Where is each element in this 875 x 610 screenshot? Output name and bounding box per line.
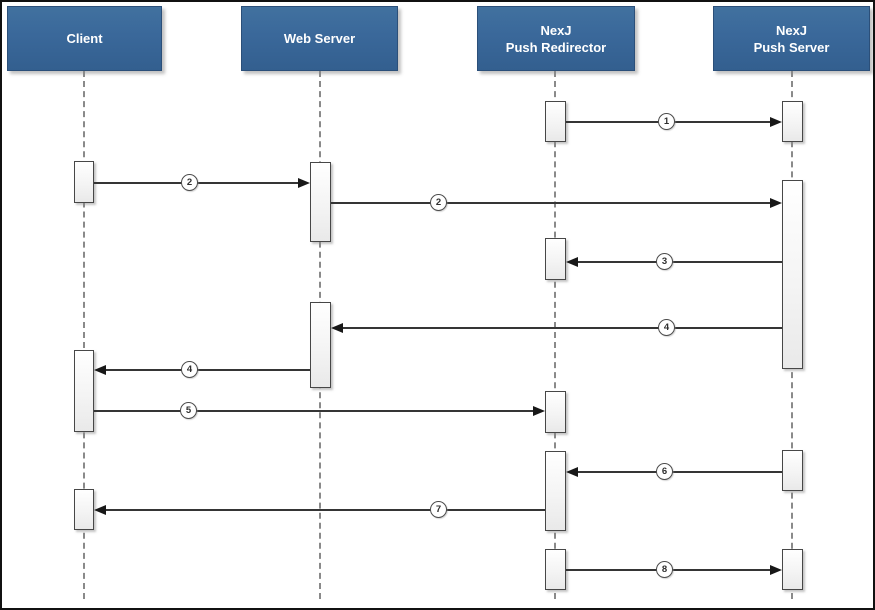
lifeline-push-redirector — [554, 71, 556, 599]
message-number-badge: 4 — [658, 319, 675, 336]
activation-client — [74, 489, 94, 530]
activation-push-server — [782, 549, 803, 590]
activation-push-server — [782, 180, 803, 369]
message-number-badge: 2 — [181, 174, 198, 191]
activation-push-redirector — [545, 549, 566, 590]
activation-client — [74, 161, 94, 203]
arrowhead-icon — [94, 505, 106, 515]
arrowhead-icon — [566, 467, 578, 477]
message-line-5 — [94, 410, 535, 412]
arrowhead-icon — [533, 406, 545, 416]
message-number-badge: 4 — [181, 361, 198, 378]
message-number-badge: 8 — [656, 561, 673, 578]
activation-push-server — [782, 450, 803, 491]
message-number-badge: 1 — [658, 113, 675, 130]
lifeline-client — [83, 71, 85, 599]
message-number-badge: 6 — [656, 463, 673, 480]
message-line-3 — [576, 261, 782, 263]
arrowhead-icon — [331, 323, 343, 333]
message-number-badge: 3 — [656, 253, 673, 270]
actor-box-client: Client — [7, 6, 162, 71]
message-number-badge: 5 — [180, 402, 197, 419]
activation-web-server — [310, 162, 331, 242]
activation-push-redirector — [545, 391, 566, 433]
arrowhead-icon — [770, 565, 782, 575]
message-line-7 — [104, 509, 545, 511]
activation-push-redirector — [545, 101, 566, 142]
activation-push-redirector — [545, 238, 566, 280]
arrowhead-icon — [770, 198, 782, 208]
actor-box-web-server: Web Server — [241, 6, 398, 71]
arrowhead-icon — [94, 365, 106, 375]
message-line-4 — [341, 327, 782, 329]
message-number-badge: 7 — [430, 501, 447, 518]
message-line-6 — [576, 471, 782, 473]
arrowhead-icon — [566, 257, 578, 267]
activation-push-server — [782, 101, 803, 142]
message-line-2 — [331, 202, 772, 204]
actor-box-push-server: NexJ Push Server — [713, 6, 870, 71]
arrowhead-icon — [770, 117, 782, 127]
arrowhead-icon — [298, 178, 310, 188]
activation-web-server — [310, 302, 331, 388]
actor-box-push-redirector: NexJ Push Redirector — [477, 6, 635, 71]
message-line-4 — [104, 369, 310, 371]
activation-push-redirector — [545, 451, 566, 531]
message-number-badge: 2 — [430, 194, 447, 211]
activation-client — [74, 350, 94, 432]
